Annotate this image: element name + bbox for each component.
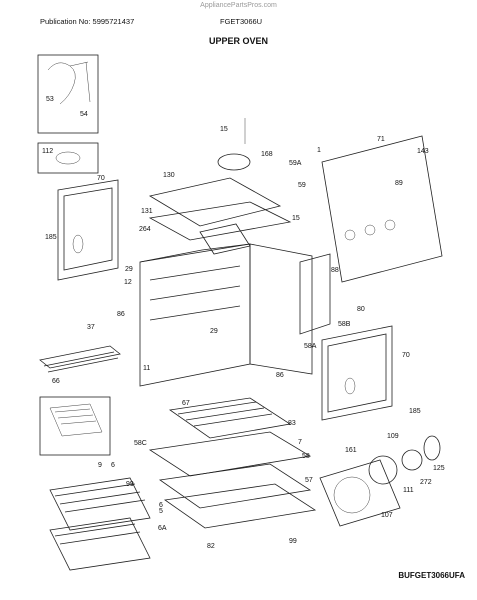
- broil-element: [39, 345, 121, 373]
- oven-rack: [49, 477, 151, 531]
- callout: 15: [292, 215, 300, 222]
- callout: 99: [126, 481, 134, 488]
- callout: 12: [124, 279, 132, 286]
- duct: [199, 223, 251, 255]
- callout: 89: [395, 180, 403, 187]
- callout: 88: [331, 267, 339, 274]
- callout: 37: [87, 324, 95, 331]
- callout: 80: [357, 306, 365, 313]
- oven-rack-guides: [139, 243, 251, 321]
- side-panel-left: [57, 179, 119, 281]
- side-panel-right: [321, 325, 393, 421]
- callout: 58A: [304, 343, 317, 350]
- callout: 131: [141, 208, 153, 215]
- publication-number: Publication No: 5995721437: [40, 17, 135, 26]
- bottom-trim: [158, 463, 317, 529]
- callout: 53: [46, 96, 54, 103]
- callout: 58: [302, 453, 310, 460]
- bake-element: [168, 397, 292, 439]
- callout: 6: [111, 462, 115, 469]
- diagram-code: BUFGET3066UFA: [398, 571, 465, 580]
- top-frame: [148, 201, 292, 241]
- oven-bottom: [148, 431, 312, 477]
- watermark: AppliancePartsPros.com: [200, 2, 277, 9]
- callout: 71: [377, 136, 385, 143]
- callout: 54: [80, 111, 88, 118]
- callout: 6A: [158, 525, 167, 532]
- inset-box-thermostat: [37, 142, 99, 174]
- convection-motor: [217, 153, 251, 171]
- callout: 125: [433, 465, 445, 472]
- callout: 83: [288, 420, 296, 427]
- callout: 168: [261, 151, 273, 158]
- callout: 7: [298, 439, 302, 446]
- callout: 111: [403, 487, 414, 494]
- callout: 9: [98, 462, 102, 469]
- callout: 107: [381, 512, 393, 519]
- callout: 70: [402, 352, 410, 359]
- section-title: UPPER OVEN: [208, 36, 268, 46]
- callout: 11: [143, 365, 150, 372]
- callout: 1: [317, 147, 321, 154]
- callout: 58B: [338, 321, 351, 328]
- side-panel-hole: [72, 234, 84, 254]
- callout: 86: [117, 311, 125, 318]
- insulation-side: [299, 253, 331, 335]
- callout: 67: [182, 400, 190, 407]
- callout: 272: [420, 479, 432, 486]
- callout: 185: [409, 408, 421, 415]
- callout: 143: [417, 148, 429, 155]
- callout-labels: 53 54 112 70 185 130 131 264 29 12 86 37…: [42, 96, 445, 550]
- callout: 161: [345, 447, 357, 454]
- thermostat-drawing: [55, 151, 81, 165]
- callout: 29: [125, 266, 133, 273]
- oven-cavity-front: [139, 243, 251, 387]
- inset-box-sensor: [37, 54, 99, 134]
- callout: 109: [387, 433, 399, 440]
- callout: 264: [139, 226, 151, 233]
- oven-cavity-side: [249, 243, 313, 375]
- fan-grille: [333, 476, 371, 514]
- callout: 86: [276, 372, 284, 379]
- callout: 130: [163, 172, 175, 179]
- model-number: FGET3066U: [220, 17, 263, 26]
- convection-element: [368, 455, 398, 485]
- callout: 70: [97, 175, 105, 182]
- callout: 82: [207, 543, 215, 550]
- callout: 29: [210, 328, 218, 335]
- callout: 185: [45, 234, 57, 241]
- oven-rack-lower: [49, 517, 151, 571]
- inset-box-broiler-pan: [39, 396, 111, 456]
- fan-cover: [319, 459, 401, 527]
- convection-motor-rear: [423, 435, 441, 461]
- callout: 99: [289, 538, 297, 545]
- back-panel: [321, 135, 443, 283]
- callout: 5: [159, 508, 163, 515]
- callout: 59A: [289, 160, 302, 167]
- sensor-probe-drawing: [47, 61, 91, 105]
- callout: 6: [159, 502, 163, 509]
- callout: 66: [52, 378, 60, 385]
- broiler-pan-drawing: [49, 403, 103, 437]
- callout: 15: [220, 126, 228, 133]
- callout: 58C: [134, 440, 147, 447]
- fan-blade: [401, 449, 423, 471]
- callout: 112: [42, 148, 53, 155]
- callout: 59: [298, 182, 306, 189]
- top-cover: [148, 177, 282, 227]
- callout: 57: [305, 477, 313, 484]
